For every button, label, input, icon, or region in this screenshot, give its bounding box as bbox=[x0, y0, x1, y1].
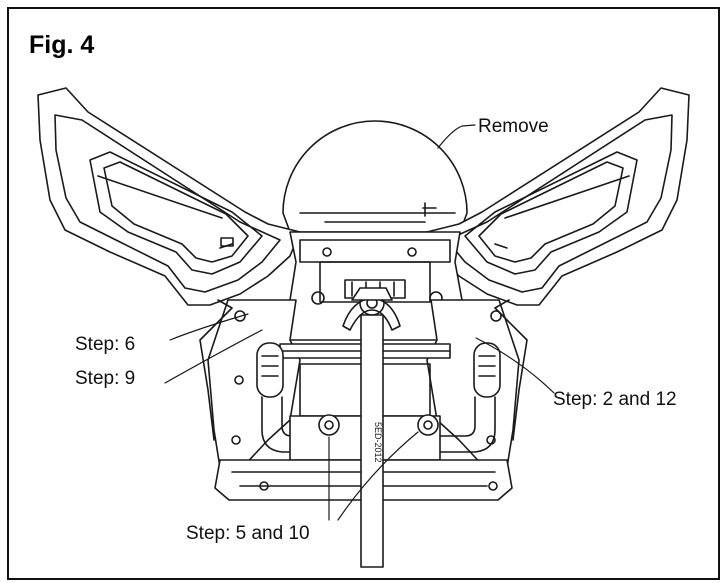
bolt-left bbox=[318, 414, 340, 436]
callout-step-6: Step: 6 bbox=[75, 334, 136, 355]
remove-dome bbox=[282, 120, 468, 233]
figure-title: Fig. 4 bbox=[29, 31, 95, 59]
tool-marking: 5ED-2012 bbox=[373, 422, 383, 463]
callout-remove: Remove bbox=[478, 116, 549, 137]
callout-step-2-and-12: Step: 2 and 12 bbox=[553, 389, 677, 410]
leader-step5-right bbox=[337, 431, 419, 521]
left-mirror-glass bbox=[89, 151, 263, 275]
right-mirror-glass bbox=[464, 151, 638, 275]
callout-step-9: Step: 9 bbox=[75, 368, 136, 389]
bolt-right bbox=[417, 414, 439, 436]
leader-step6 bbox=[169, 313, 249, 341]
leader-remove bbox=[437, 124, 476, 149]
right-mirror-wing bbox=[426, 87, 690, 306]
callout-step-5-and-10: Step: 5 and 10 bbox=[186, 523, 310, 544]
service-tool: 5ED-2012 bbox=[342, 287, 401, 568]
leader-step2 bbox=[475, 337, 555, 394]
leader-step9 bbox=[164, 329, 263, 384]
left-mirror-wing bbox=[37, 87, 301, 306]
